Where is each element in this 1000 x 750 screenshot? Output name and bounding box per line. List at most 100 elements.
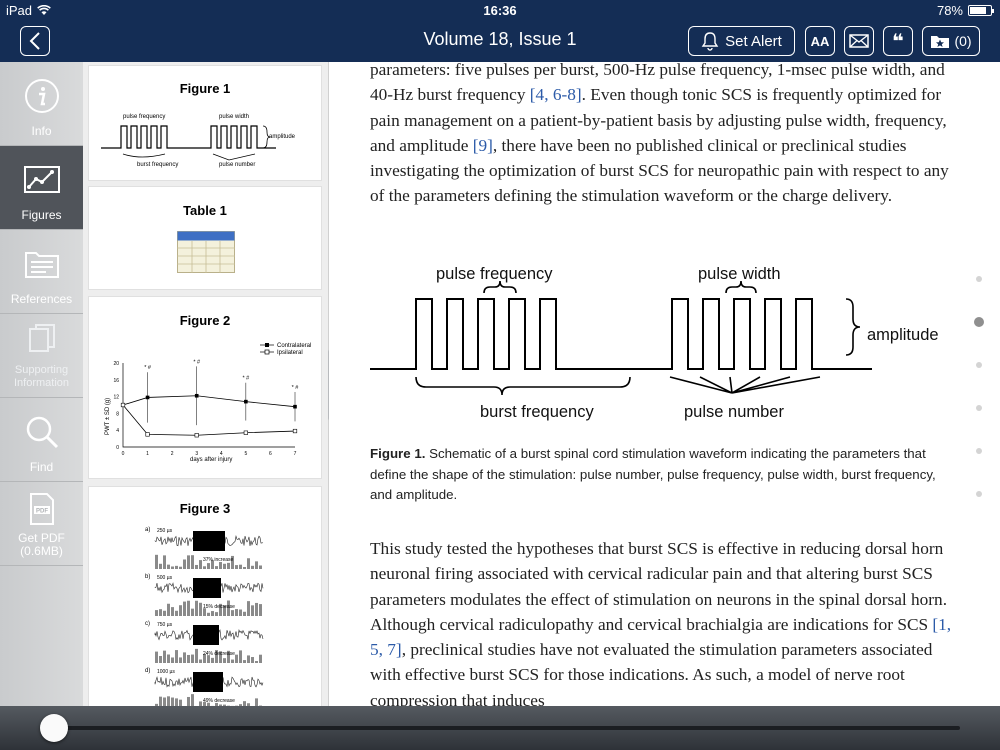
- histogram-bar: [227, 600, 230, 616]
- page-dot[interactable]: [974, 317, 984, 327]
- histogram-bar: [167, 696, 170, 706]
- bell-icon: [701, 32, 719, 51]
- y-tick-label: 8: [116, 411, 119, 417]
- histogram-bar: [167, 654, 170, 663]
- histogram-bar: [231, 659, 234, 663]
- text-size-button[interactable]: AA: [805, 26, 835, 56]
- histogram-bar: [207, 612, 210, 616]
- histogram-bar: [219, 562, 222, 569]
- folder-star-icon: [931, 36, 950, 48]
- x-tick-label: 7: [294, 451, 297, 457]
- cite-button[interactable]: ❝: [883, 26, 913, 56]
- x-tick-label: 4: [220, 451, 223, 457]
- thumb-label: amplitude: [269, 134, 296, 140]
- label-pulse-frequency: pulse frequency: [436, 265, 553, 283]
- histogram-bar: [159, 696, 162, 706]
- battery-percent: 78%: [936, 3, 963, 18]
- reference-link[interactable]: [1, 5, 7]: [370, 614, 952, 660]
- scrubber-track[interactable]: [50, 726, 960, 730]
- legend-contralateral: Contralateral: [277, 343, 311, 349]
- sidebar-item-figures[interactable]: Figures: [0, 146, 83, 230]
- text-size-icon: AA: [810, 33, 830, 49]
- page-dot[interactable]: [976, 405, 982, 411]
- histogram-bar: [203, 608, 206, 616]
- paragraph-text: . Even though tonic SCS is frequently op…: [370, 85, 947, 155]
- significance-mark: * #: [292, 385, 300, 391]
- histogram-bar: [187, 600, 190, 616]
- histogram-bar: [155, 554, 158, 569]
- article-body: parameters: five pulses per burst, 500-H…: [329, 62, 1000, 706]
- histogram-bar: [251, 565, 254, 569]
- scrubber-knob[interactable]: [40, 714, 68, 742]
- histogram-bar: [255, 561, 258, 569]
- histogram-bar: [219, 603, 222, 616]
- histogram-bar: [243, 566, 246, 569]
- quote-icon: ❝: [892, 30, 904, 53]
- figure-2-thumbnail[interactable]: Figure 2 Contralateral Ipsilateral PWT ±…: [88, 296, 322, 479]
- histogram-bar: [155, 610, 158, 616]
- significance-mark: * #: [242, 376, 250, 382]
- figure-1-thumbnail[interactable]: Figure 1 pulse frequency pulse width amp…: [88, 65, 322, 181]
- histogram-bar: [223, 658, 226, 663]
- stimulus-block: [193, 578, 221, 598]
- paragraph-text: This study tested the hypotheses that bu…: [370, 539, 948, 634]
- saved-articles-button[interactable]: (0): [922, 26, 980, 56]
- histogram-bar: [207, 655, 210, 663]
- histogram-bar: [183, 559, 186, 569]
- table-icon: [177, 231, 235, 273]
- histogram-bar: [171, 657, 174, 663]
- histogram-bar: [171, 566, 174, 569]
- sidebar-item-supporting-information[interactable]: Supporting Information: [0, 314, 83, 398]
- back-button[interactable]: [20, 26, 50, 56]
- page-dot[interactable]: [976, 362, 982, 368]
- sidebar-item-info[interactable]: Info: [0, 62, 83, 146]
- reference-link[interactable]: [9]: [472, 135, 493, 155]
- histogram-bar: [179, 566, 182, 569]
- histogram-bar: [219, 704, 222, 706]
- page-scrubber[interactable]: [0, 706, 1000, 750]
- page-dot[interactable]: [976, 491, 982, 497]
- histogram-bar: [191, 608, 194, 616]
- figure-1-image[interactable]: pulse frequency pulse width amplitude bu…: [370, 257, 950, 427]
- histogram-bar: [199, 602, 202, 616]
- sidebar-item-find[interactable]: Find: [0, 398, 83, 482]
- figure-caption-text: Schematic of a burst spinal cord stimula…: [370, 446, 936, 502]
- stimulus-block: [193, 625, 219, 645]
- histogram-bar: [211, 560, 214, 569]
- page-dot[interactable]: [976, 276, 982, 282]
- ipsilateral-line: [122, 404, 296, 436]
- histogram-bar: [255, 698, 258, 706]
- histogram-bar: [167, 564, 170, 569]
- battery-icon: [968, 5, 994, 16]
- stimulus-block: [193, 672, 223, 692]
- histogram-bar: [159, 609, 162, 616]
- paragraph-text: , there have been no published clinical …: [370, 135, 949, 206]
- thumb-label: pulse frequency: [123, 114, 165, 120]
- axes: [122, 363, 295, 448]
- histogram-bar: [247, 655, 250, 663]
- page-dot[interactable]: [976, 448, 982, 454]
- article-paragraph: parameters: five pulses per burst, 500-H…: [370, 62, 960, 209]
- article-paragraph: This study tested the hypotheses that bu…: [370, 536, 960, 706]
- panel-caption: 49% decrease: [203, 698, 235, 704]
- contralateral-point: [293, 404, 297, 409]
- histogram-bar: [231, 610, 234, 616]
- paragraph-text: , preclinical studies have not evaluated…: [370, 640, 933, 706]
- panel-time-label: 1000 µs: [157, 669, 175, 675]
- histogram-bar: [203, 701, 206, 706]
- histogram-bar: [215, 566, 218, 569]
- panel-tag: a): [145, 527, 150, 533]
- histogram-bar: [199, 701, 202, 706]
- y-tick-label: 12: [113, 395, 119, 401]
- histogram-bar: [255, 602, 258, 616]
- table-1-thumbnail[interactable]: Table 1: [88, 186, 322, 290]
- set-alert-button[interactable]: Set Alert: [688, 26, 795, 56]
- email-button[interactable]: [844, 26, 874, 56]
- clock: 16:36: [483, 3, 517, 18]
- histogram-bar: [231, 555, 234, 569]
- sidebar-item-get-pdf[interactable]: PDF Get PDF (0.6MB): [0, 482, 83, 566]
- reference-link[interactable]: [4, 6-8]: [529, 85, 582, 105]
- histogram-bar: [227, 650, 230, 663]
- sidebar-item-references[interactable]: References: [0, 230, 83, 314]
